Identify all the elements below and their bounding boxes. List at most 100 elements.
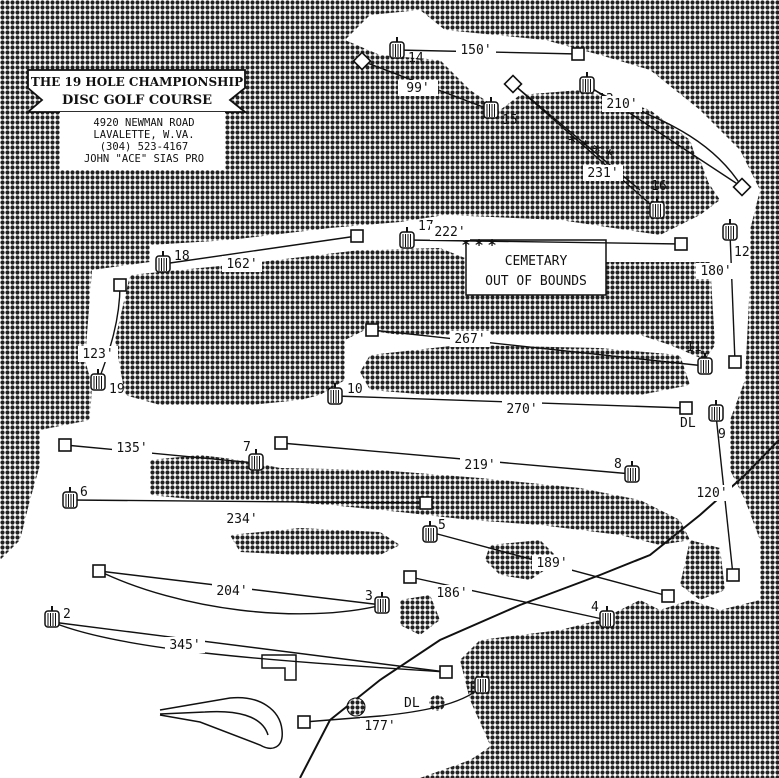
hole-distance-10: 270' <box>506 402 537 417</box>
hole-16-line <box>512 83 658 211</box>
tee-6 <box>419 496 433 510</box>
tee-16 <box>503 74 523 94</box>
hole-distance-bg-15 <box>398 80 438 96</box>
hole-distance-17: 222' <box>434 225 465 240</box>
tee-18 <box>350 229 364 243</box>
hole-17-line <box>406 239 682 245</box>
hole-distance-18: 162' <box>226 257 257 272</box>
hole-distance-14: 150' <box>460 43 491 58</box>
woods-island-13 <box>620 110 715 215</box>
hole-number-19: 19 <box>109 382 125 397</box>
hole-distance-6: 234' <box>226 512 257 527</box>
hole-3-curve <box>98 570 383 615</box>
woods-island-5 <box>230 528 400 555</box>
hole-distance-bg-6 <box>222 511 262 527</box>
hole-number-17: 17 <box>418 219 434 234</box>
hole-number-12: 12 <box>734 245 750 260</box>
title-line-1: THE 19 HOLE CHAMPIONSHIP <box>31 75 243 89</box>
hole-number-15: 15 <box>502 113 518 128</box>
hole-number-11: 11 <box>686 340 702 355</box>
basket-17-body <box>399 231 415 249</box>
phone-number: (304) 523-4167 <box>100 141 189 153</box>
parking-loop-inner <box>159 710 269 736</box>
hole-7-line <box>64 444 257 464</box>
hole-number-4: 4 <box>591 600 599 615</box>
tee-11 <box>365 323 379 337</box>
hole-1-line <box>303 687 481 723</box>
hole-18-line <box>162 235 358 265</box>
basket-1 <box>474 672 490 694</box>
basket-15-body <box>483 101 499 119</box>
title-banner <box>25 69 248 113</box>
basket-7 <box>248 449 264 471</box>
hole-distance-bg-18 <box>222 256 262 272</box>
hole-distance-2: 345' <box>169 638 200 653</box>
tee-13 <box>732 177 752 197</box>
hole-number-16: 16 <box>651 179 667 194</box>
tee-7 <box>58 438 72 452</box>
parking-loop <box>159 696 283 749</box>
basket-19 <box>90 369 106 391</box>
tee-3 <box>92 564 106 578</box>
hole-distance-bg-11 <box>450 331 490 347</box>
dl-marker-shape-2 <box>429 695 445 711</box>
basket-4-body <box>599 610 615 628</box>
tees <box>58 47 752 729</box>
hole-number-5: 5 <box>438 518 446 533</box>
hole-number-9: 9 <box>718 427 726 442</box>
basket-1-body <box>474 676 490 694</box>
address-line-2: LAVALETTE, W.VA. <box>93 129 194 141</box>
title-line-2: DISC GOLF COURSE <box>62 93 212 108</box>
hole-distance-5: 189' <box>536 556 567 571</box>
basket-14 <box>389 37 405 59</box>
basket-18-body <box>155 255 171 273</box>
basket-19-body <box>90 373 106 391</box>
hole-labels: 1177'2345'3204'4186'5189'6234'7135'8219'… <box>63 42 750 734</box>
basket-7-body <box>248 453 264 471</box>
baskets <box>44 37 738 694</box>
hole-distance-bg-3 <box>212 583 252 599</box>
hole-distance-bg-8 <box>460 457 500 473</box>
basket-18 <box>155 251 171 273</box>
hole-distance-bg-16 <box>583 165 623 181</box>
tee-14 <box>571 47 585 61</box>
tee-2 <box>439 665 453 679</box>
hole-distance-15: 99' <box>406 81 429 96</box>
dl-marker-shape <box>346 697 366 717</box>
basket-8-body <box>624 465 640 483</box>
basket-9-body <box>708 404 724 422</box>
basket-15 <box>483 97 499 119</box>
basket-10-body <box>327 387 343 405</box>
tee-5 <box>661 589 675 603</box>
hole-number-6: 6 <box>80 485 88 500</box>
tee-1 <box>297 715 311 729</box>
hole-number-14: 14 <box>408 51 424 66</box>
cemetery-block: CEMETARY OUT OF BOUNDS * * * <box>462 236 607 296</box>
tee-4 <box>403 570 417 584</box>
basket-4 <box>599 606 615 628</box>
address-panel <box>60 112 225 170</box>
basket-14-body <box>389 41 405 59</box>
hole-distance-11: 267' <box>454 332 485 347</box>
hole-distance-bg-2 <box>165 637 205 653</box>
cemetery-box <box>465 239 607 296</box>
basket-17 <box>399 227 415 249</box>
basket-10 <box>327 383 343 405</box>
woods-island-north <box>415 100 655 215</box>
hole-11-line <box>371 329 706 367</box>
basket-6-body <box>62 491 78 509</box>
address-line-1: 4920 NEWMAN ROAD <box>93 117 194 129</box>
hole-distance-13: 210' <box>606 97 637 112</box>
hole-distance-9: 120' <box>696 486 727 501</box>
hole-number-2: 2 <box>63 607 71 622</box>
basket-9 <box>708 400 724 422</box>
hole-distance-bg-9 <box>692 485 732 501</box>
hole-distance-8: 219' <box>464 458 495 473</box>
basket-2-body <box>44 610 60 628</box>
basket-13 <box>579 72 595 94</box>
basket-16 <box>649 197 665 219</box>
hole-distance-19: 123' <box>82 347 113 362</box>
hole-distance-bg-1 <box>360 718 400 734</box>
pro-name: JOHN "ACE" SIAS PRO <box>84 153 204 165</box>
